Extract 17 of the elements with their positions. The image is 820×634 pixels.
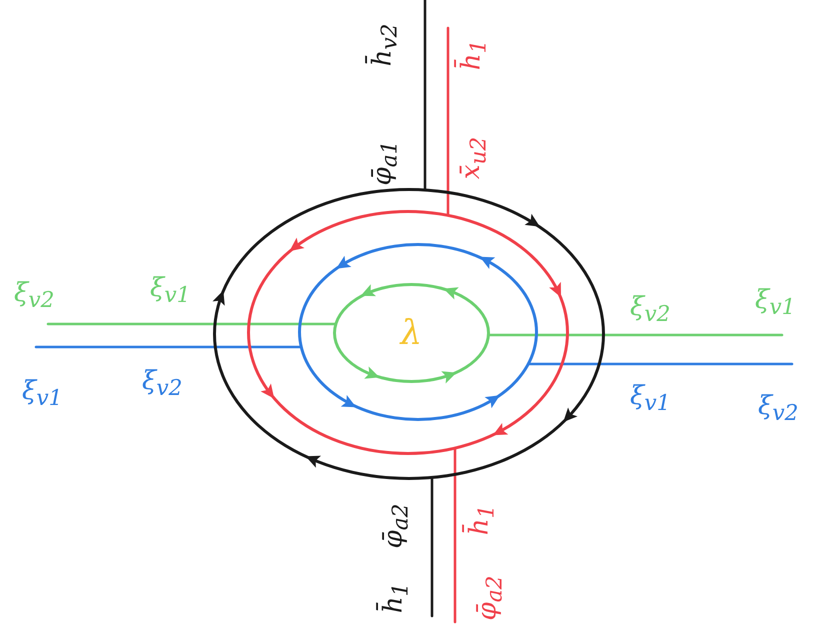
line (527, 362, 794, 366)
line (34, 346, 303, 348)
line (430, 476, 434, 618)
line (454, 446, 456, 624)
line-label: ξ$_{v1}$ (150, 274, 190, 308)
line-label: ξ$_{v2}$ (142, 367, 182, 402)
line-label: ξ$_{v2}$ (14, 279, 54, 314)
line (424, 0, 426, 192)
line (487, 334, 784, 336)
line (446, 26, 450, 217)
center-symbol: λ (400, 314, 422, 352)
line-label: ξ$_{v1}$ (755, 286, 796, 320)
line-label: ξ$_{v1}$ (22, 377, 62, 412)
line-label: ξ$_{v1}$ (630, 382, 670, 416)
line (46, 322, 338, 326)
line-label: ξ$_{v2}$ (758, 392, 798, 426)
line-label: ξ$_{v2}$ (630, 293, 670, 328)
